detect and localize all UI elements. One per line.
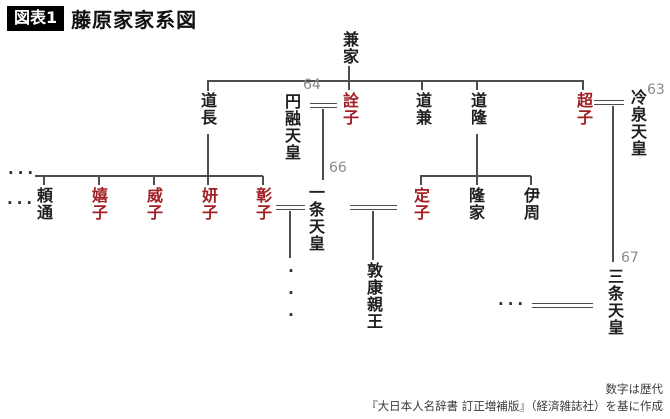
connector-tick-takaie xyxy=(476,176,478,185)
person-emperor-reizei: 冷泉天皇 xyxy=(628,89,647,157)
connector-tick-teishi xyxy=(420,176,422,185)
generation-number-enyu: 64 xyxy=(303,77,321,93)
marriage-line-choshi-reizei xyxy=(594,100,624,105)
connector-tick-senshi xyxy=(348,80,350,90)
person-yorimichi: 頼通 xyxy=(34,187,53,221)
ellipsis-left-line: ··· xyxy=(8,164,38,182)
connector-shoshi-descendants-drop xyxy=(289,211,291,258)
connector-michinaga-children-line xyxy=(35,175,263,177)
connector-atsuyasu-drop xyxy=(372,211,374,260)
person-takaie: 隆家 xyxy=(466,187,485,221)
generation-number-ichijo: 66 xyxy=(329,160,347,176)
ellipsis-shoshi-descendants: ··· xyxy=(282,262,300,328)
connector-kaneie-drop xyxy=(348,66,350,80)
person-kaneie: 兼家 xyxy=(340,31,359,65)
person-ishi: 威子 xyxy=(144,187,163,221)
marriage-line-sanjo xyxy=(532,303,593,308)
person-senshi: 詮子 xyxy=(340,92,359,126)
person-teishi: 定子 xyxy=(411,187,430,221)
connector-michitaka-children-line xyxy=(420,175,531,177)
connector-tick-ishi xyxy=(153,176,155,185)
person-emperor-sanjo: 三条天皇 xyxy=(605,268,624,336)
marriage-line-enyu-senshi xyxy=(310,103,337,108)
connector-tick-choshi xyxy=(582,80,584,90)
page-title: 藤原家家系図 xyxy=(71,8,198,32)
person-emperor-ichijo: 一条天皇 xyxy=(306,184,325,252)
source-caption: 数字は歴代 『大日本人名辞書 訂正増補版』（経済雑誌社）を基に作成 xyxy=(366,381,663,416)
figure-number-badge: 図表1 xyxy=(7,6,65,31)
connector-michinaga-drop xyxy=(207,134,209,175)
person-choshi: 超子 xyxy=(574,92,593,126)
connector-tick-michikane xyxy=(421,80,423,90)
person-kenshi: 妍子 xyxy=(199,187,218,221)
person-michinaga: 道長 xyxy=(198,92,217,126)
caption-line-2: 『大日本人名辞書 訂正増補版』（経済雑誌社）を基に作成 xyxy=(366,398,663,413)
ellipsis-left-names: ··· xyxy=(7,194,37,212)
diagram-header: 図表1 藤原家家系図 xyxy=(7,4,197,33)
person-prince-atsuyasu: 敦康親王 xyxy=(364,262,383,330)
person-shoshi: 彰子 xyxy=(253,187,272,221)
marriage-line-ichijo-teishi xyxy=(350,205,397,210)
person-kishi: 嬉子 xyxy=(89,187,108,221)
connector-tick-kishi xyxy=(98,176,100,185)
person-korechika: 伊周 xyxy=(521,187,540,221)
generation-number-sanjo: 67 xyxy=(621,250,639,266)
generation-number-reizei: 63 xyxy=(647,82,665,98)
ellipsis-sanjo-spouse: ··· xyxy=(498,295,528,313)
connector-tick-shoshi xyxy=(262,176,264,185)
connector-tick-kenshi xyxy=(207,176,209,185)
connector-michitaka-drop xyxy=(476,134,478,175)
connector-kaneie-children-line xyxy=(207,80,584,82)
connector-tick-michitaka xyxy=(476,80,478,90)
caption-line-1: 数字は歴代 xyxy=(605,381,664,396)
connector-sanjo-drop xyxy=(612,106,614,262)
person-emperor-enyu: 円融天皇 xyxy=(282,93,301,161)
connector-tick-michinaga xyxy=(207,80,209,91)
person-michitaka: 道隆 xyxy=(468,92,487,126)
person-michikane: 道兼 xyxy=(413,92,432,126)
connector-tick-yorimichi xyxy=(43,176,45,185)
connector-tick-korechika xyxy=(530,176,532,185)
connector-ichijo-drop xyxy=(322,109,324,180)
marriage-line-shoshi-ichijo xyxy=(276,205,305,210)
